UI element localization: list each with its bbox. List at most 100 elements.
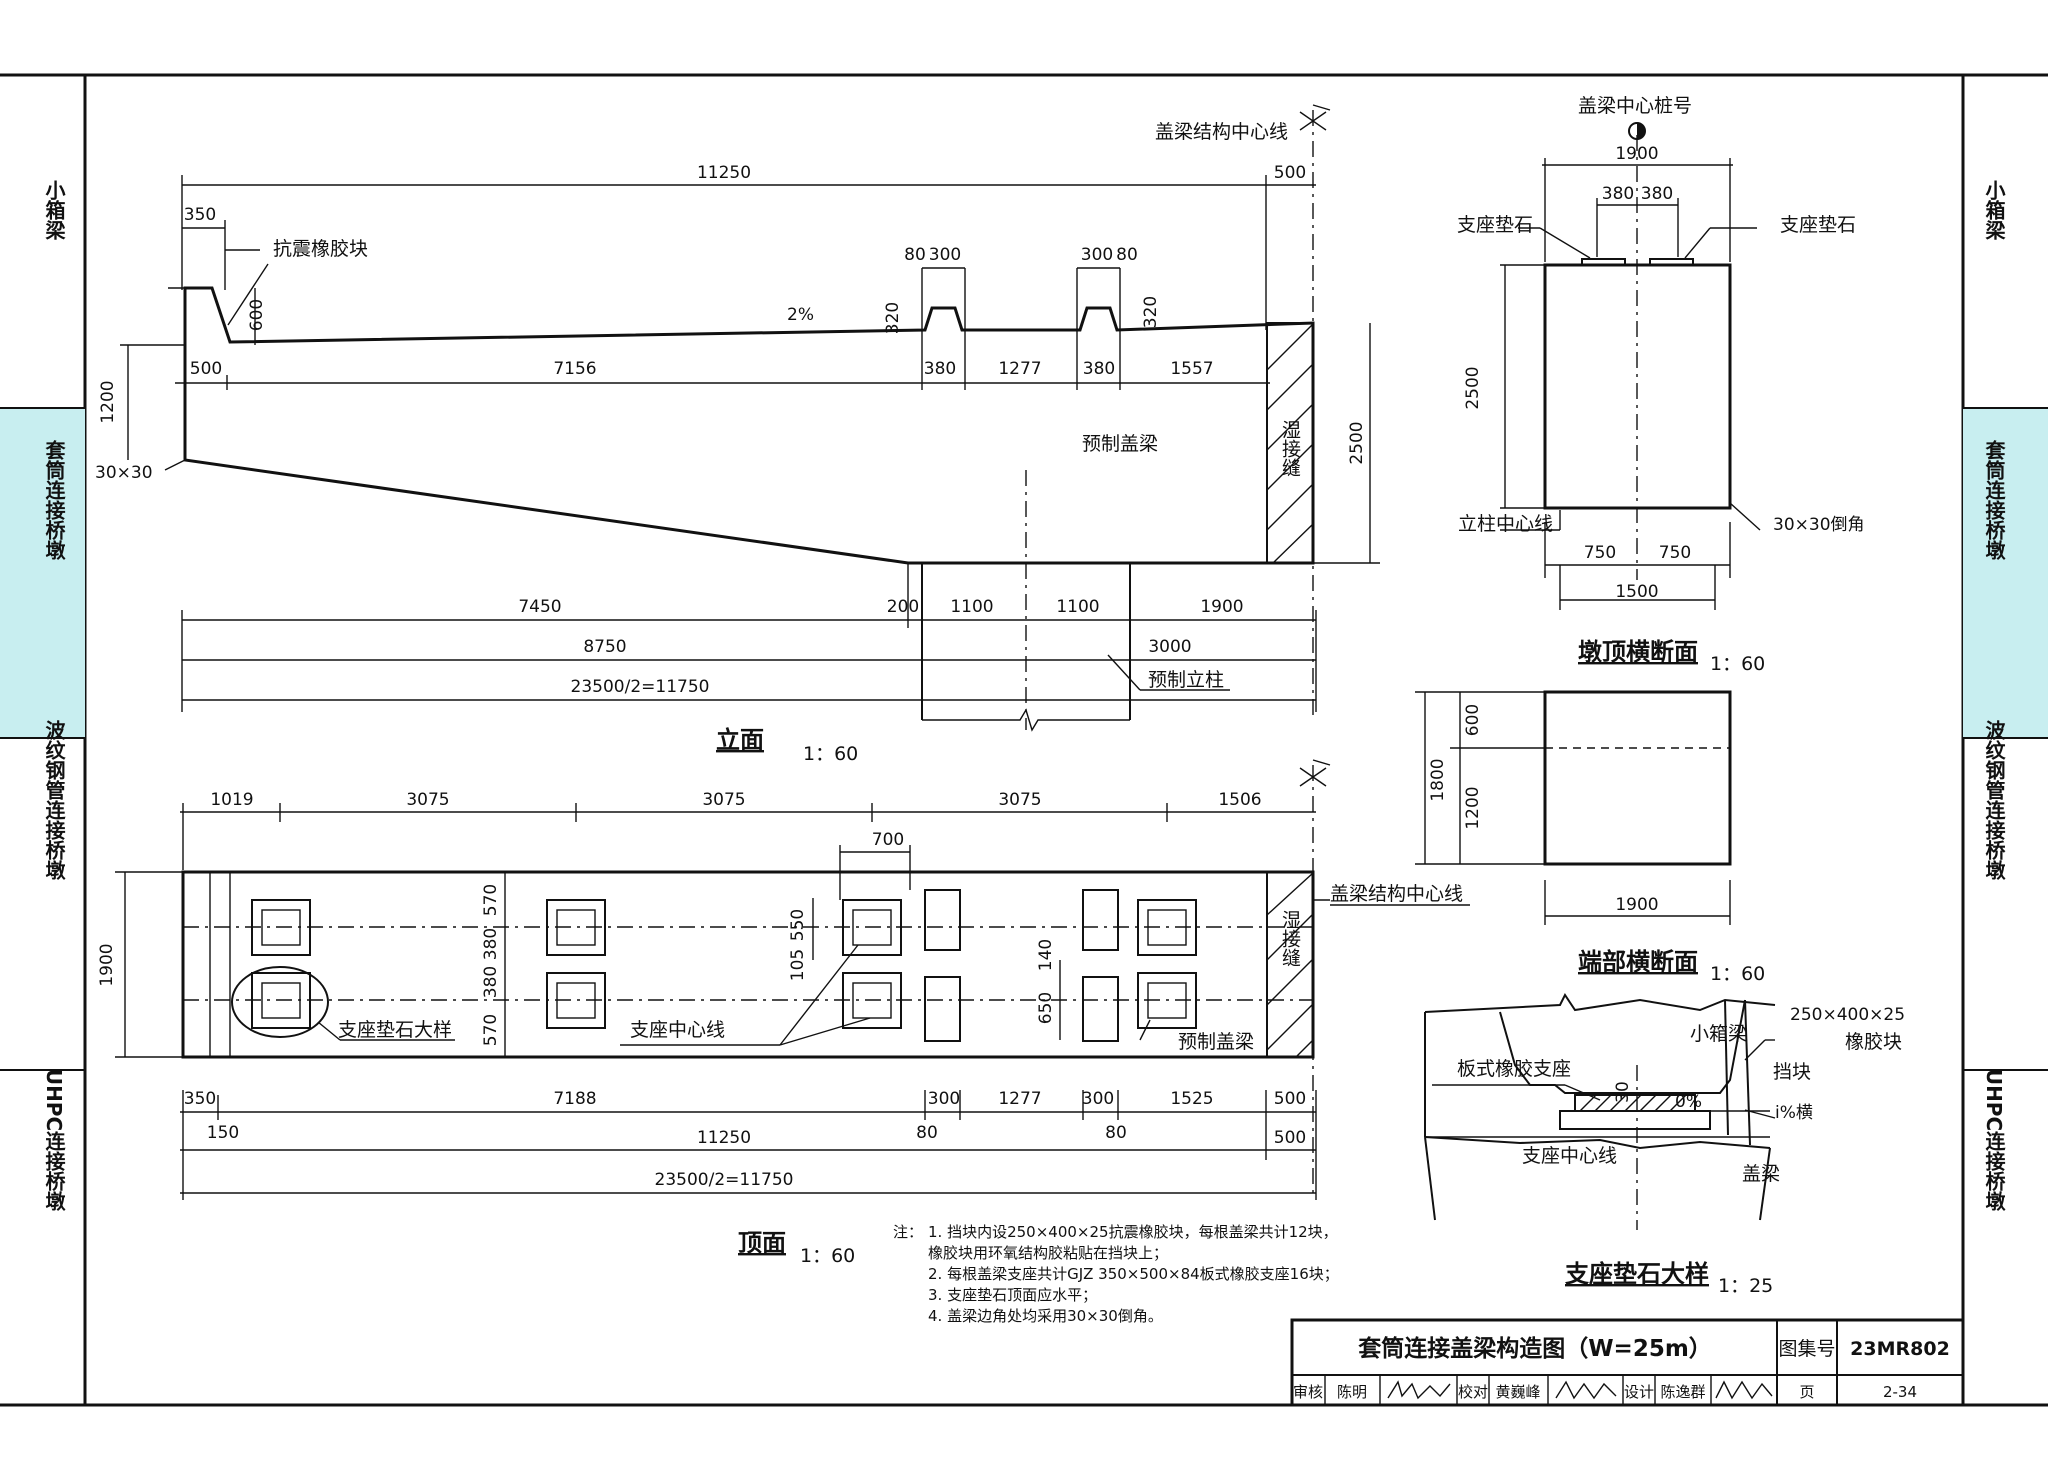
side-tab-corrugated-pier-right[interactable]: 波纹钢管连接桥墩 — [1982, 720, 2006, 881]
notes: 注： 1. 挡块内设250×400×25抗震橡胶块，每根盖梁共计12块， 橡胶块… — [893, 1223, 1339, 1325]
dim-300b: 300 — [1081, 245, 1113, 265]
dim-3075a: 3075 — [406, 790, 449, 810]
dim-380a-plan: 380 — [481, 928, 501, 960]
dim-1900: 1900 — [1200, 597, 1243, 617]
plan-centerline-label: 盖梁结构中心线 — [1330, 883, 1463, 905]
plan-precast-beam-label: 预制盖梁 — [1178, 1031, 1254, 1053]
dim-3000: 3000 — [1148, 637, 1191, 657]
side-tab-sleeve-pier-right[interactable]: 套筒连接桥墩 — [1982, 439, 2006, 561]
note-line-4: 3. 支座垫石顶面应水平； — [928, 1286, 1097, 1304]
pier-chamfer-label: 30×30倒角 — [1773, 515, 1865, 535]
elevation-precast-beam-label: 预制盖梁 — [1082, 433, 1158, 455]
end-section: 600 1200 1800 1900 端部横断面 1：60 — [1415, 690, 1765, 985]
elevation-precast-column-label: 预制立柱 — [1148, 669, 1224, 691]
plan-title: 顶面 — [738, 1229, 786, 1257]
side-tab-corrugated-pier[interactable]: 波纹钢管连接桥墩 — [42, 720, 66, 881]
detail-rubber-size-label: 250×400×25 — [1790, 1005, 1905, 1025]
dim-11250-plan: 11250 — [697, 1128, 751, 1148]
notes-prefix: 注： — [893, 1223, 923, 1241]
elevation-wet-joint-label: 湿接缝 — [1279, 420, 1301, 477]
dim-1525: 1525 — [1170, 1089, 1213, 1109]
designer-signature — [1715, 1380, 1773, 1400]
side-tab-uhpc-pier[interactable]: UHPC连接桥墩 — [42, 1069, 66, 1212]
detail-girder-outline — [1499, 999, 1746, 1094]
dim-300a-plan: 300 — [928, 1089, 960, 1109]
dim-end-1800: 1800 — [1428, 758, 1448, 801]
dim-pier-750a: 750 — [1584, 543, 1616, 563]
elevation-slope-label: 2% — [787, 305, 814, 325]
dim-pier-2500: 2500 — [1463, 366, 1483, 409]
dim-11250-top: 11250 — [697, 163, 751, 183]
dim-1900-plan: 1900 — [97, 943, 117, 986]
checker-signature — [1555, 1380, 1617, 1400]
plan-view: 盖梁结构中心线 支座垫石大样 支座中心线 预制盖梁 湿接缝 1019 3075 … — [97, 759, 1470, 1267]
dim-8750: 8750 — [583, 637, 626, 657]
end-section-outline — [1543, 690, 1732, 866]
side-tab-box-girder[interactable]: 小箱梁 — [42, 180, 66, 240]
pier-top-section: 盖梁中心桩号 支座垫石 支座垫石 立柱中心线 30×30倒角 1900 380 … — [1457, 95, 1865, 675]
dim-380a: 380 — [924, 359, 956, 379]
bearing-detail: 小箱梁 250×400×25 橡胶块 板式橡胶支座 挡块 0% i%横 30 支… — [1424, 993, 1905, 1297]
detail-stopper-label: 挡块 — [1773, 1061, 1811, 1083]
dim-3075c: 3075 — [998, 790, 1041, 810]
plan-wet-joint-label: 湿接缝 — [1279, 910, 1301, 967]
dim-1277: 1277 — [998, 359, 1041, 379]
dim-500-r2: 500 — [190, 359, 222, 379]
dim-380b: 380 — [1083, 359, 1115, 379]
dim-80a-plan: 80 — [916, 1123, 938, 1143]
dim-pier-750b: 750 — [1659, 543, 1691, 563]
note-line-2: 橡胶块用环氧结构胶粘贴在挡块上； — [928, 1244, 1168, 1262]
dim-380b-plan: 380 — [481, 966, 501, 998]
dim-end-1900: 1900 — [1615, 895, 1658, 915]
dim-pier-1900: 1900 — [1615, 144, 1658, 164]
dim-320b: 320 — [1141, 296, 1161, 328]
reviewer-name: 陈明 — [1337, 1383, 1367, 1401]
reviewer-signature — [1387, 1380, 1451, 1400]
dim-pier-380a: 380 — [1602, 184, 1634, 204]
dim-1557: 1557 — [1170, 359, 1213, 379]
review-label: 审核 — [1293, 1383, 1323, 1401]
plan-scale: 1：60 — [800, 1245, 855, 1267]
dim-600: 600 — [247, 299, 267, 331]
dim-350-plan: 350 — [184, 1089, 216, 1109]
detail-rubber-label: 橡胶块 — [1845, 1031, 1902, 1053]
elevation-view: 盖梁结构中心线 抗震橡胶块 2% 预制盖梁 湿接缝 预制立柱 30×30 112… — [95, 104, 1380, 765]
check-label: 校对 — [1458, 1383, 1488, 1401]
dim-3075b: 3075 — [702, 790, 745, 810]
dim-500a-plan: 500 — [1274, 1089, 1306, 1109]
design-label: 设计 — [1624, 1383, 1654, 1401]
end-section-title: 端部横断面 — [1578, 948, 1698, 976]
dim-570b: 570 — [481, 1014, 501, 1046]
dim-500b-plan: 500 — [1274, 1128, 1306, 1148]
atlas-number: 23MR802 — [1850, 1338, 1950, 1360]
dim-650: 650 — [1036, 992, 1056, 1024]
end-section-scale: 1：60 — [1710, 963, 1765, 985]
side-tab-sleeve-pier[interactable]: 套筒连接桥墩 — [42, 439, 66, 561]
plan-bearing-detail-label: 支座垫石大样 — [338, 1019, 452, 1041]
detail-break-bottom — [1424, 1136, 1771, 1150]
pier-stone-right-label: 支座垫石 — [1780, 214, 1856, 236]
side-tab-uhpc-pier-right[interactable]: UHPC连接桥墩 — [1982, 1069, 2006, 1212]
detail-slope: i%横 — [1775, 1103, 1813, 1123]
dim-end-1200: 1200 — [1463, 786, 1483, 829]
dim-300b-plan: 300 — [1082, 1089, 1114, 1109]
sheet-frame — [0, 73, 2048, 1407]
plan-bearing-detail-callout — [231, 966, 329, 1038]
plan-bearing-cl-label: 支座中心线 — [630, 1019, 725, 1041]
side-tab-active-bg-right — [1963, 408, 2048, 738]
dim-pier-1500: 1500 — [1615, 582, 1658, 602]
dim-1506: 1506 — [1218, 790, 1261, 810]
elevation-scale: 1：60 — [803, 743, 858, 765]
checker-name: 黄巍峰 — [1495, 1383, 1540, 1401]
dim-end-600: 600 — [1463, 704, 1483, 736]
pier-top-stone-left — [1581, 258, 1626, 266]
bearing-detail-title: 支座垫石大样 — [1565, 1260, 1709, 1288]
side-tab-box-girder-right[interactable]: 小箱梁 — [1982, 180, 2006, 240]
dim-200: 200 — [887, 597, 919, 617]
dim-105: 105 — [788, 949, 808, 981]
dim-320a: 320 — [883, 302, 903, 334]
dim-1019: 1019 — [210, 790, 253, 810]
dim-7450: 7450 — [518, 597, 561, 617]
